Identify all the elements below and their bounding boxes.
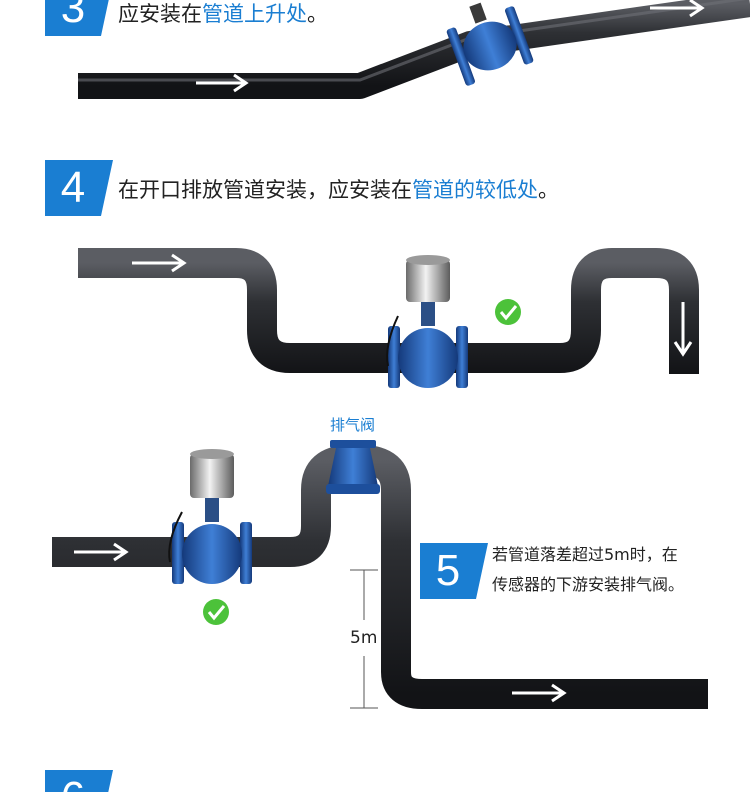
flowmeter: [386, 255, 468, 388]
step-4-text: 在开口排放管道安装，应安装在: [118, 178, 412, 202]
step-4-badge: 4: [45, 160, 113, 216]
air-valve: [326, 440, 380, 494]
step-4-highlight: 管道的较低处: [412, 178, 538, 202]
flow-arrow: [650, 0, 705, 18]
step-5-line-1: 若管道落差超过5m时，在: [492, 545, 678, 564]
step-4-tail: 。: [538, 178, 559, 202]
step-3-badge: 3: [45, 0, 113, 36]
pipe-section-3: [78, 0, 750, 99]
step-3-tail: 。: [307, 2, 328, 26]
flow-arrow: [196, 73, 249, 93]
flowmeter: [168, 449, 252, 584]
height-dimension: [350, 569, 378, 709]
step-4-caption: 在开口排放管道安装，应安装在管道的较低处。: [118, 174, 559, 204]
height-label: 5m: [350, 628, 378, 648]
flow-arrow: [74, 542, 129, 562]
step-5-badge: 5: [420, 543, 488, 599]
check-icon: [203, 599, 229, 625]
pipe-section-4: [78, 248, 699, 388]
flow-arrow: [132, 253, 187, 273]
air-valve-label: 排气阀: [330, 416, 376, 434]
step-5-note: 若管道落差超过5m时，在 传感器的下游安装排气阀。: [492, 540, 684, 600]
step-3-highlight: 管道上升处: [202, 2, 307, 26]
flowmeter: [446, 2, 534, 86]
step-6-badge: 6: [45, 770, 113, 792]
flow-arrow: [512, 683, 567, 703]
flow-arrow-down: [673, 302, 693, 357]
pipe-section-5: [52, 440, 708, 709]
step-3-caption: 应安装在管道上升处。: [118, 0, 328, 28]
step-3-text: 应安装在: [118, 2, 202, 26]
step-5-line-2: 传感器的下游安装排气阀。: [492, 575, 685, 594]
check-icon: [495, 299, 521, 325]
